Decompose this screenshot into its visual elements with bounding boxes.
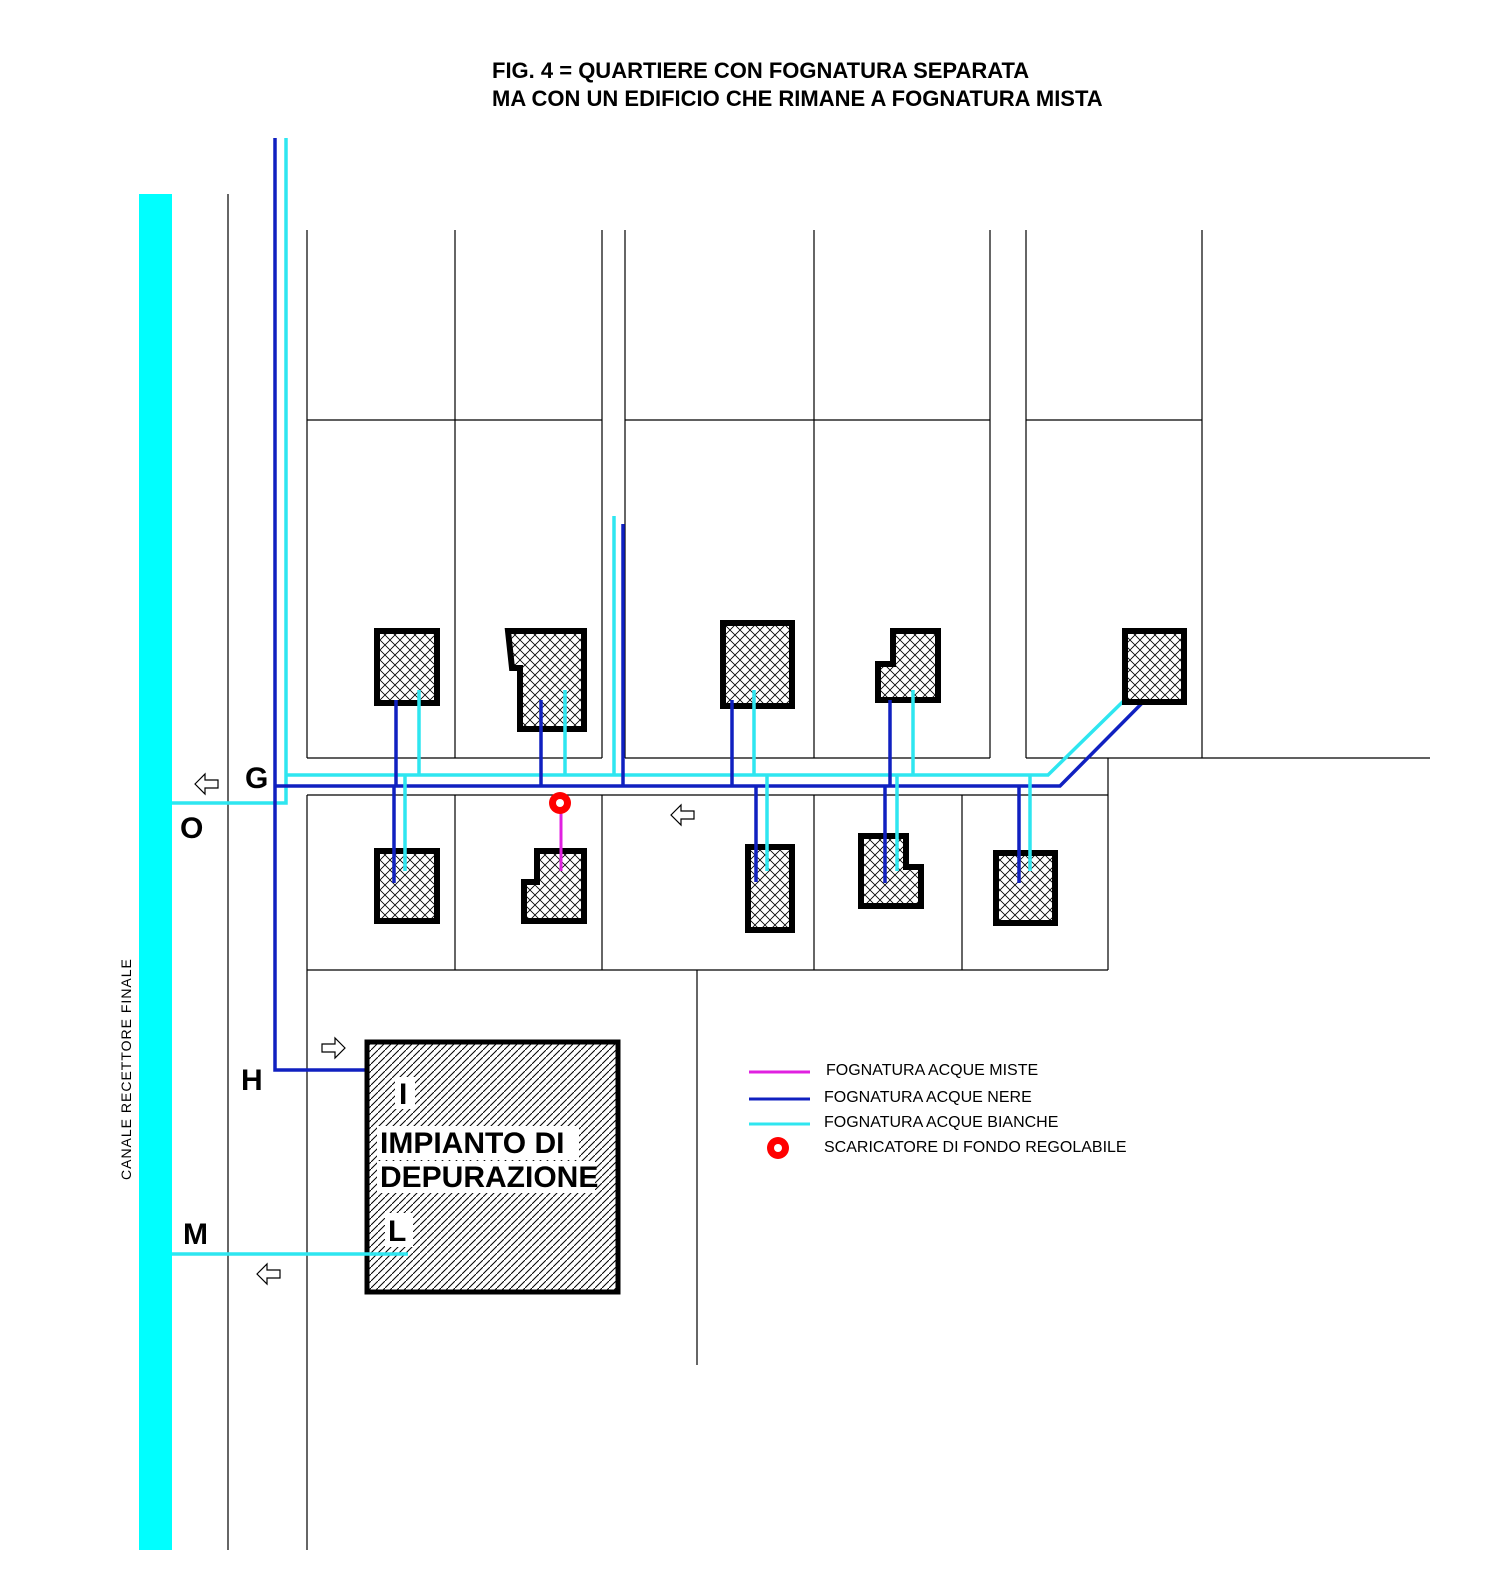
- building: [374, 628, 440, 706]
- building-connections: [392, 690, 1032, 883]
- plant-label-bg: [377, 1161, 595, 1193]
- point-h-label: H: [241, 1064, 263, 1097]
- legend-white-label: FOGNATURA ACQUE BIANCHE: [824, 1114, 1058, 1131]
- buildings-upper-row: [374, 620, 1187, 732]
- point-i-bg: [395, 1077, 415, 1109]
- building: [504, 628, 587, 732]
- legend-black-label: FOGNATURA ACQUE NERE: [824, 1089, 1032, 1106]
- title-line-2: MA CON UN EDIFICIO CHE RIMANE A FOGNATUR…: [492, 86, 1103, 111]
- point-m-label: M: [183, 1218, 208, 1251]
- flow-arrow-right-icon: [321, 1036, 346, 1060]
- point-o-label: O: [180, 812, 203, 845]
- scaricatore-marker: [549, 792, 571, 814]
- building: [858, 833, 924, 909]
- buildings-lower-row: [374, 833, 1058, 933]
- building: [875, 628, 941, 703]
- final-receiving-canal: [139, 194, 172, 1550]
- title-line-1: FIG. 4 = QUARTIERE CON FOGNATURA SEPARAT…: [492, 58, 1029, 83]
- flow-arrow-left-icon: [194, 772, 219, 796]
- flow-arrow-left-icon: [256, 1262, 281, 1286]
- building: [374, 848, 440, 924]
- building: [720, 620, 795, 709]
- building-mixed-sewer: [521, 848, 587, 924]
- building: [1122, 628, 1187, 705]
- main-white-water-sewer: [172, 138, 1150, 805]
- flow-arrow-left-icon: [670, 803, 695, 827]
- point-l-label: L: [388, 1215, 406, 1248]
- plant-label-line-1: IMPIANTO DI: [380, 1127, 564, 1160]
- plant-label-line-2: DEPURAZIONE: [380, 1161, 598, 1194]
- building: [993, 850, 1058, 926]
- legend-mixed-label: FOGNATURA ACQUE MISTE: [826, 1062, 1038, 1079]
- street-and-plot-lines: [227, 194, 1430, 1550]
- plant-label-bg: [377, 1126, 579, 1160]
- point-g-label: G: [245, 762, 268, 795]
- point-i-label: I: [399, 1078, 407, 1111]
- canal-label: CANALE RECETTORE FINALE: [118, 958, 134, 1180]
- point-l-bg: [385, 1213, 413, 1247]
- main-black-water-sewer: [273, 138, 1159, 1072]
- legend: FOGNATURA ACQUE MISTE FOGNATURA ACQUE NE…: [749, 1062, 1127, 1159]
- legend-scaricatore-label: SCARICATORE DI FONDO REGOLABILE: [824, 1139, 1127, 1156]
